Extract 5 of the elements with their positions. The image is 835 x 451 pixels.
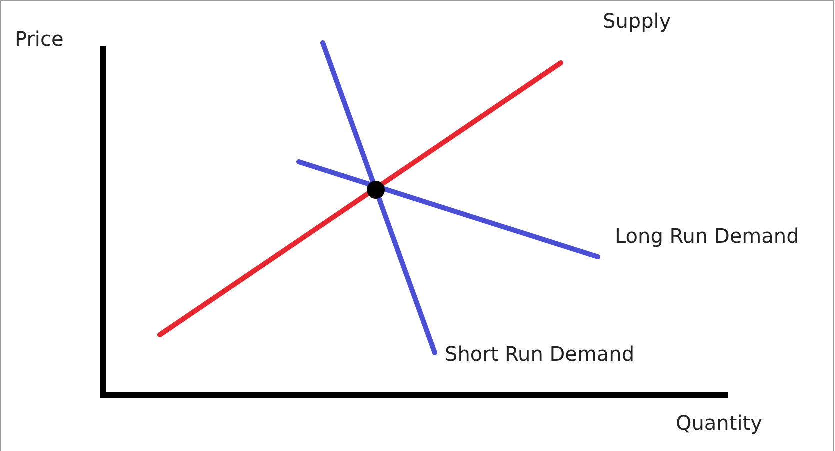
curve-label: Short Run Demand (445, 342, 635, 366)
axis-label: Quantity (676, 411, 762, 435)
axis-label: Price (15, 27, 64, 51)
curve-label: Supply (603, 9, 672, 33)
curve-label: Long Run Demand (615, 224, 800, 248)
